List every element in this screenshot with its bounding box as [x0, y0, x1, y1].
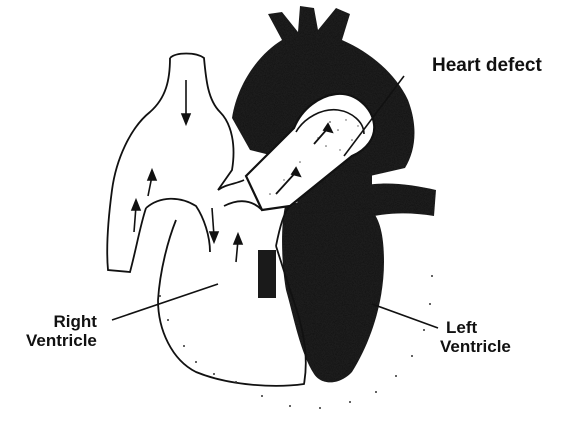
left-ventricle-label-line1: Left: [440, 318, 511, 337]
right-ventricle-pointer: [112, 284, 218, 320]
septal-patch: [258, 250, 276, 298]
left-ventricle: [282, 200, 384, 382]
left-ventricle-label-line2: Ventricle: [440, 337, 511, 356]
superior-vena-cava: [170, 54, 234, 191]
right-atrium-inner: [146, 199, 210, 252]
right-ventricle-label: Right Ventricle: [26, 312, 97, 350]
right-ventricle-label-line2: Ventricle: [26, 331, 97, 350]
heart-defect-label: Heart defect: [432, 56, 542, 75]
left-ventricle-label: Left Ventricle: [440, 318, 511, 356]
left-ventricle-pointer: [372, 304, 438, 328]
right-ventricle-label-line1: Right: [26, 312, 97, 331]
right-flow-arrows: [132, 80, 242, 262]
right-atrium-outer: [107, 58, 170, 272]
